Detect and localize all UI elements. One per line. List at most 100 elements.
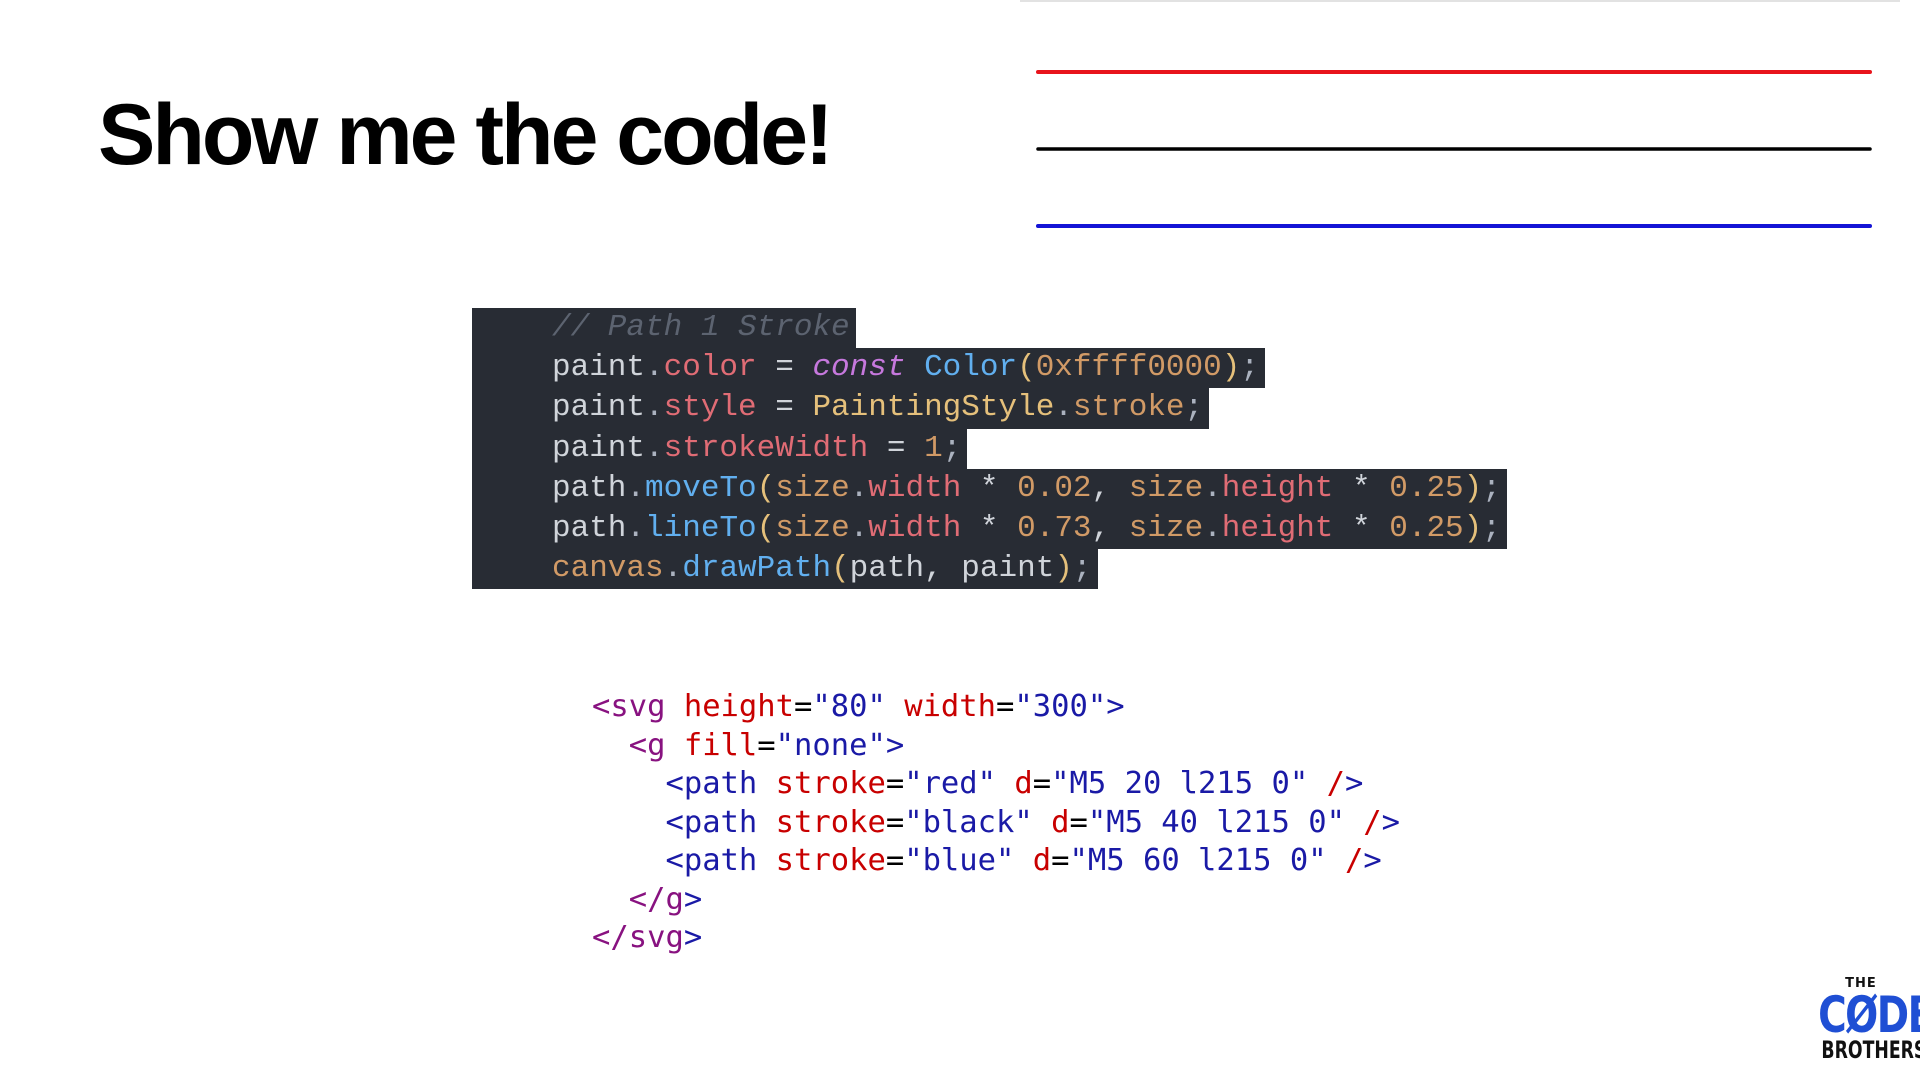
code-token: / [1326, 843, 1364, 878]
code-brothers-logo: THE CØDE BROTHERS [1806, 976, 1920, 1064]
top-divider [1020, 0, 1900, 2]
code-token: paint [552, 430, 646, 466]
code-token: 0.25 [1389, 510, 1464, 546]
code-token: 0.02 [1017, 470, 1092, 506]
code-token: < [592, 766, 684, 801]
logo-the-text: THE [1845, 976, 1877, 991]
code-token: . [645, 390, 664, 426]
code-token: 1 [924, 430, 943, 466]
code-token: stroke [757, 766, 886, 801]
code-token: canvas [552, 551, 664, 587]
code-token: path [683, 804, 758, 840]
code-token: , [1091, 510, 1129, 546]
code-token: = [1069, 804, 1088, 840]
code-token: paint [552, 350, 646, 386]
stroke-preview [1036, 70, 1872, 228]
dart-code-line: paint.style = PaintingStyle.stroke; [472, 388, 1210, 429]
code-token: . [645, 430, 664, 466]
svg-code-line: <svg height="80" width="300"> [592, 688, 1400, 727]
code-token: = [885, 766, 905, 801]
code-token: "300" [1014, 689, 1107, 724]
code-token: ) [1463, 510, 1483, 546]
code-token: </ [592, 920, 629, 955]
dart-code-line: paint.color = const Color(0xffff0000); [472, 348, 1265, 389]
code-token: ( [1017, 350, 1036, 386]
dart-code-line: path.moveTo(size.width * 0.02, size.heig… [472, 468, 1507, 509]
code-token: ; [942, 430, 962, 466]
dart-code-line: // Path 1 Stroke [472, 308, 856, 349]
code-token: const [812, 350, 906, 386]
code-token: ; [1072, 551, 1092, 587]
code-token: . [645, 350, 664, 386]
code-token: ( [831, 551, 850, 587]
code-token: * [961, 470, 1018, 506]
code-token: d [1014, 843, 1052, 878]
code-token: size [1128, 470, 1204, 506]
code-token: width [885, 689, 997, 724]
code-token: stroke [757, 843, 886, 878]
code-token: width [868, 470, 962, 506]
code-token: paint [552, 390, 646, 426]
code-token: g [665, 881, 684, 917]
code-token: "M5 40 l215 0" [1087, 804, 1345, 840]
logo-brothers-text: BROTHERS [1821, 1036, 1920, 1064]
code-token: d [996, 766, 1033, 801]
code-token: svg [610, 689, 666, 724]
code-token: ; [1240, 350, 1259, 386]
code-token: > [1363, 843, 1382, 878]
code-token: style [663, 390, 757, 426]
code-token [905, 350, 924, 385]
code-token: path [552, 510, 627, 546]
code-token: path [683, 766, 758, 801]
code-token: "M5 60 l215 0" [1069, 843, 1327, 878]
code-token: / [1308, 766, 1345, 801]
code-token: color [663, 350, 757, 386]
code-token: / [1344, 804, 1382, 840]
code-token: ) [1054, 551, 1073, 587]
code-token: * [1333, 510, 1390, 546]
svg-code-line: <path stroke="blue" d="M5 60 l215 0" /> [592, 842, 1400, 881]
svg-code-line: <g fill="none"> [592, 727, 1400, 766]
code-token: width [868, 510, 962, 546]
code-token: = [885, 804, 905, 840]
code-token: "80" [812, 689, 886, 724]
svg-code-line: <path stroke="black" d="M5 40 l215 0" /> [592, 804, 1400, 843]
code-token: ; [1184, 390, 1204, 426]
code-token: 0.25 [1389, 470, 1464, 506]
code-token: > [1381, 804, 1401, 840]
code-token: = [868, 430, 925, 466]
code-token: . [849, 470, 869, 506]
code-token: = [757, 727, 776, 763]
code-token: = [756, 350, 813, 386]
code-token: height [1221, 510, 1334, 546]
code-token: * [961, 510, 1018, 546]
code-token: 0.73 [1017, 510, 1092, 546]
code-token: ) [1221, 350, 1241, 386]
code-token: ( [756, 510, 776, 546]
code-token: . [1203, 510, 1222, 546]
code-token: "black" [904, 804, 1033, 840]
code-token: = [996, 689, 1015, 724]
code-token: path [552, 470, 627, 506]
code-token: ) [1463, 470, 1483, 506]
code-token: PaintingStyle [812, 390, 1055, 426]
code-token: // Path 1 Stroke [552, 310, 850, 345]
code-token: path, paint [849, 551, 1055, 587]
svg-code-line: </g> [592, 881, 1400, 920]
code-token: "red" [904, 766, 997, 801]
code-token: . [1054, 390, 1073, 426]
code-token: Color [924, 350, 1018, 386]
code-token: "blue" [904, 843, 1015, 878]
code-token: > [683, 920, 703, 955]
code-token: drawPath [682, 551, 832, 587]
slide-title: Show me the code! [98, 87, 834, 183]
code-token: ( [756, 470, 776, 506]
code-token: size [775, 510, 850, 546]
code-token: < [592, 843, 684, 878]
code-token: size [1128, 510, 1204, 546]
code-token: = [1032, 766, 1052, 801]
code-token: = [756, 390, 813, 426]
svg-code-block: <svg height="80" width="300"> <g fill="n… [592, 688, 1400, 958]
